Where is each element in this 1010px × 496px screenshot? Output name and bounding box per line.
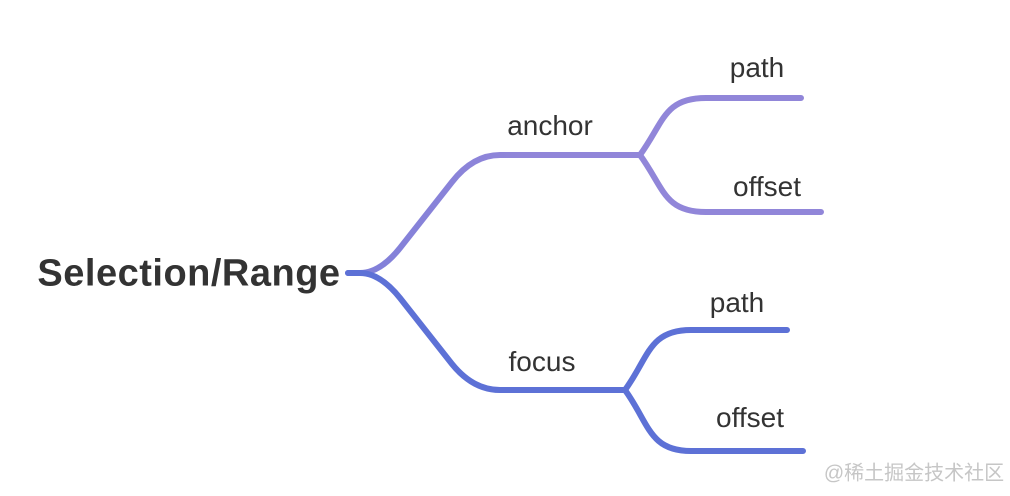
link-anchor-to-path [637,95,804,158]
node-focus[interactable]: focus [508,346,576,377]
link-focus-to-offset [622,387,806,454]
node-focus-path[interactable]: path [709,287,765,318]
link-anchor-to-offset [637,152,824,215]
node-anchor[interactable]: anchor [507,110,593,141]
node-focus-offset[interactable]: offset [716,402,784,433]
node-anchor-path[interactable]: path [729,52,785,83]
watermark: @稀土掘金技术社区 [823,462,1005,485]
node-selection-range[interactable]: Selection/Range [37,252,341,295]
node-anchor-offset[interactable]: offset [733,171,801,202]
link-root-to-focus [345,270,628,393]
link-focus-to-path [622,327,790,393]
link-root-to-anchor [345,152,643,276]
